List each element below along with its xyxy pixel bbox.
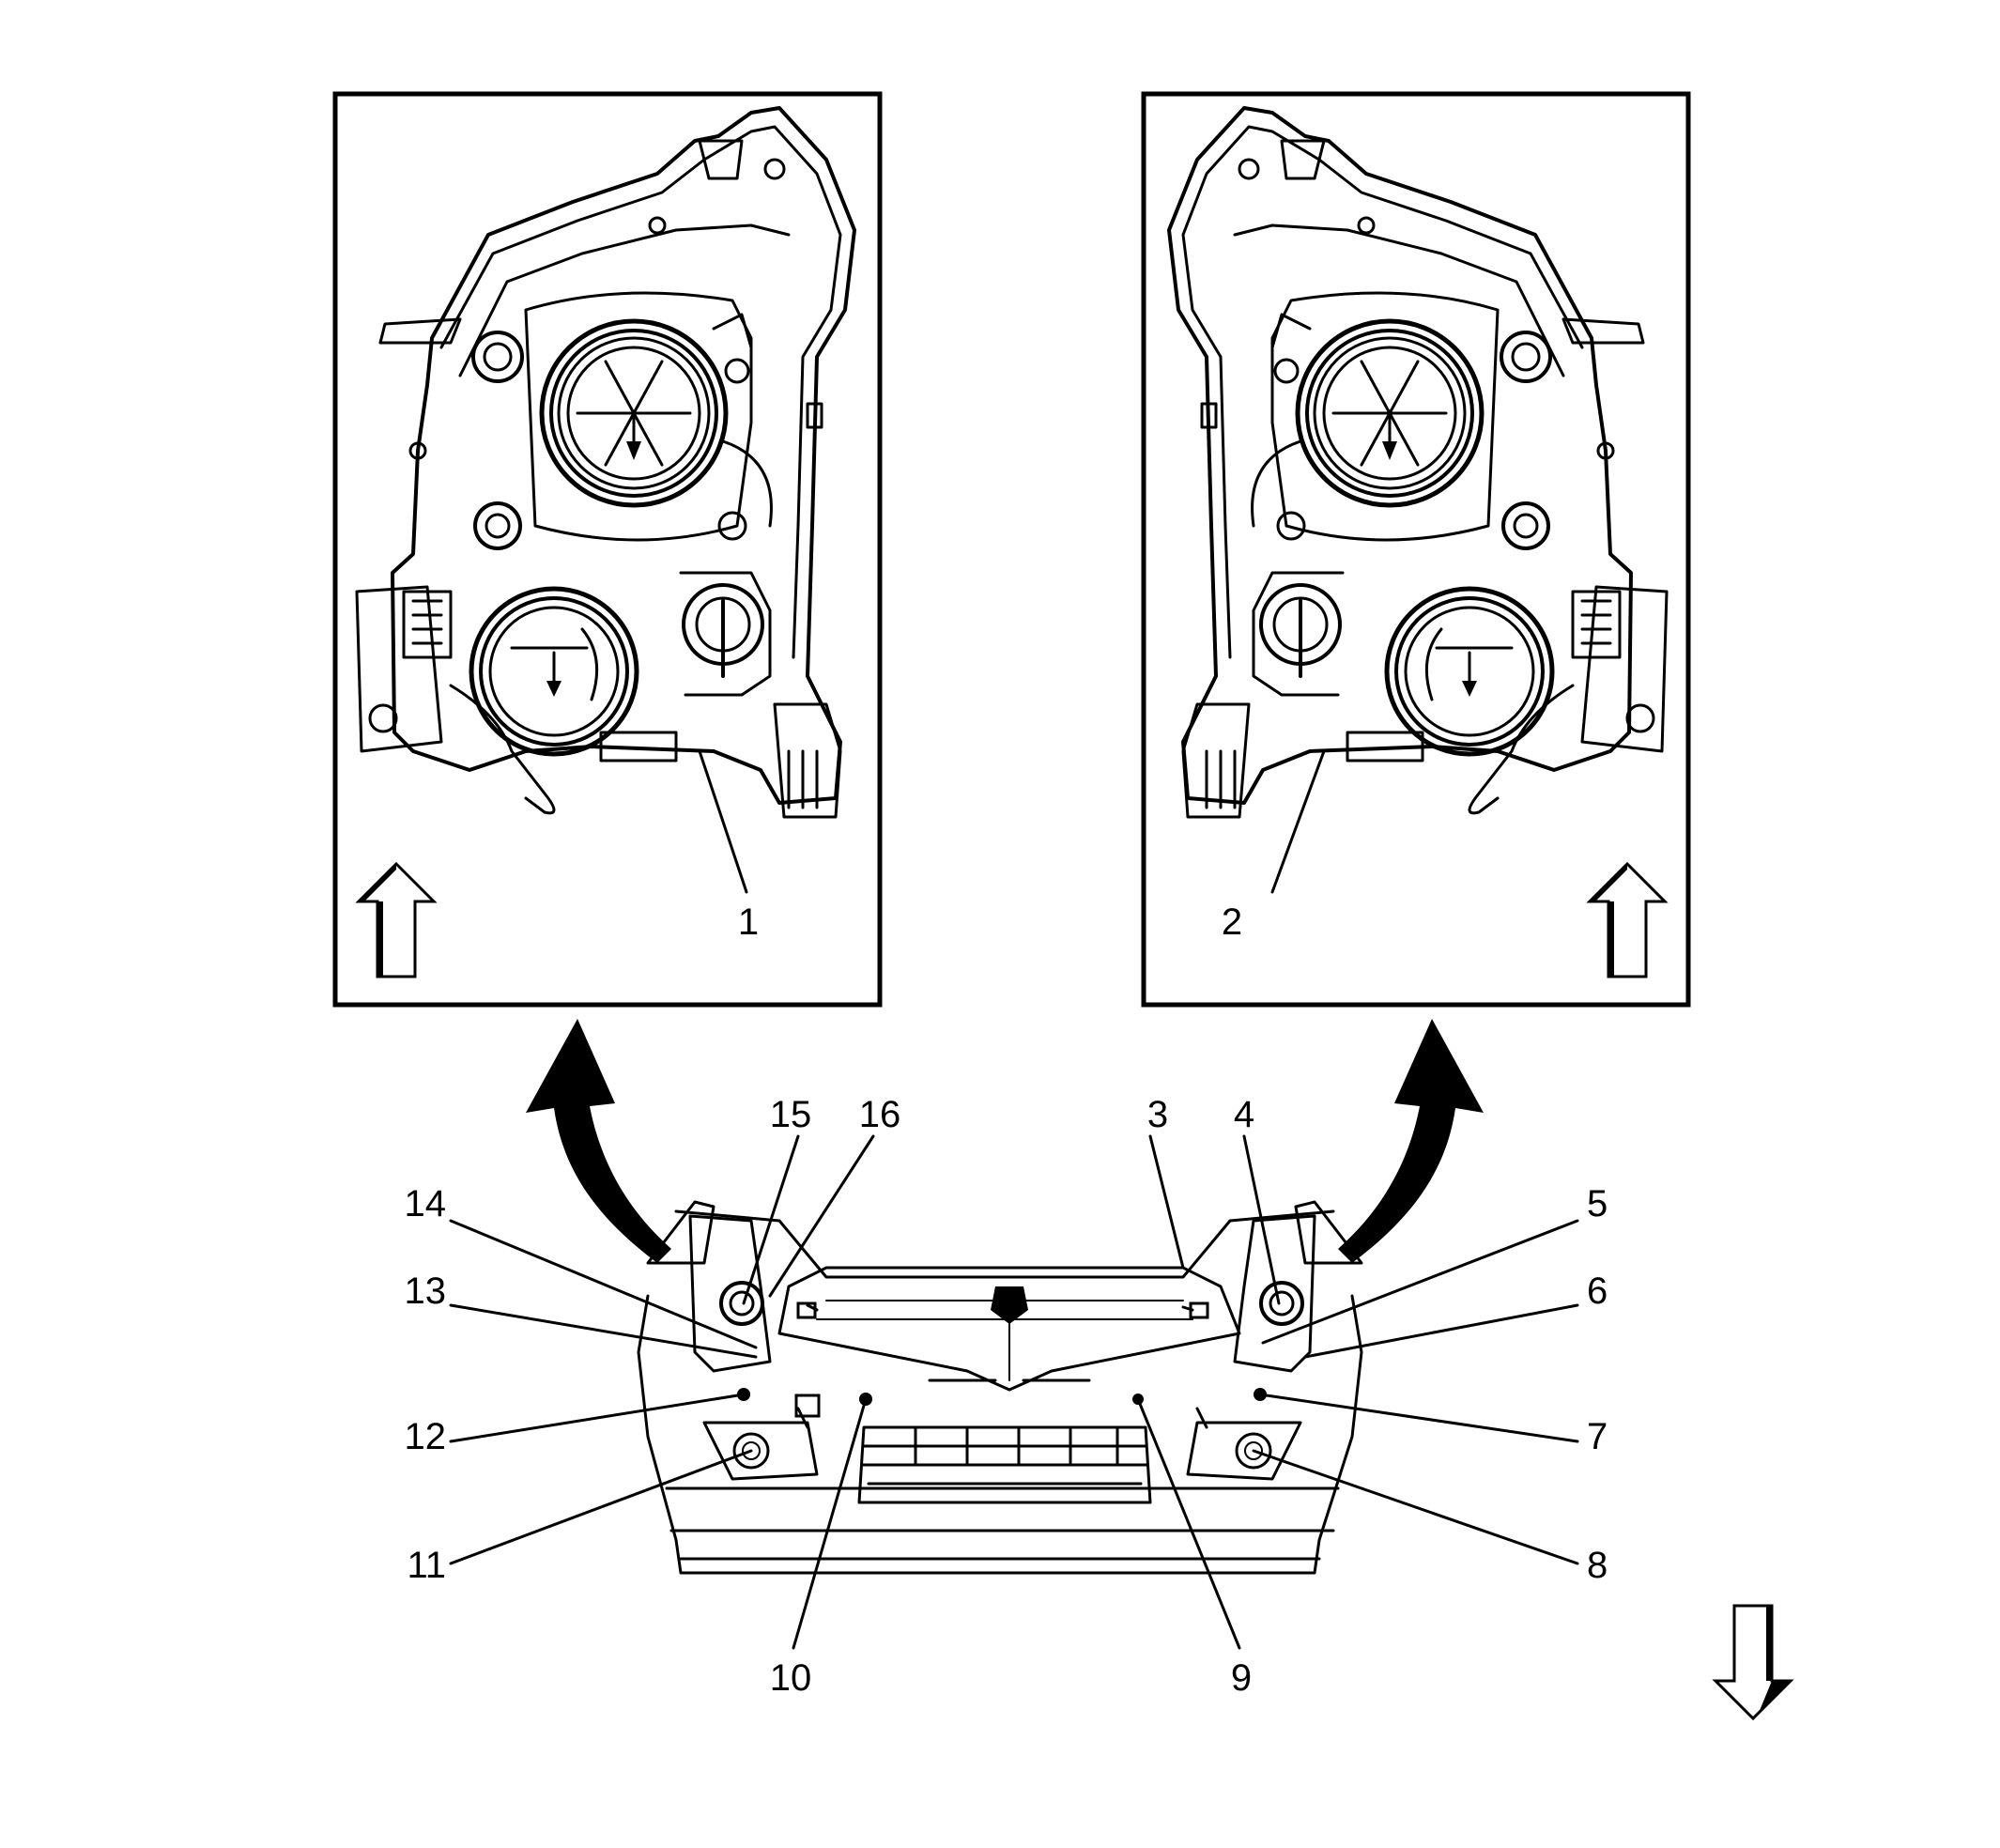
callout-11: 11	[407, 1545, 446, 1586]
callout-1-leader	[698, 749, 748, 894]
callout-1: 1	[738, 901, 759, 943]
callout-14: 14	[405, 1183, 447, 1224]
callout-12: 12	[405, 1416, 447, 1457]
curved-arrow-right-icon	[1338, 1019, 1484, 1263]
callout-10: 10	[770, 1657, 812, 1699]
callout-6: 6	[1587, 1270, 1608, 1312]
callout-15: 15	[770, 1094, 812, 1135]
curved-arrow-left-icon	[526, 1019, 671, 1263]
callout-13: 13	[405, 1270, 447, 1312]
down-arrow-icon	[1714, 1604, 1792, 1720]
left-headlamp-assembly	[357, 108, 854, 817]
callout-2: 2	[1222, 901, 1242, 943]
right-headlamp-inset: 2	[1141, 91, 1691, 1008]
callout-16: 16	[859, 1094, 901, 1135]
callout-5: 5	[1587, 1183, 1608, 1224]
vehicle-front	[637, 1200, 1363, 1575]
callout-8: 8	[1587, 1545, 1608, 1586]
callouts: 3 4 5 6 7 8 9 10 11 12 13 14 15 16	[405, 1094, 1608, 1699]
callout-4: 4	[1234, 1094, 1254, 1135]
up-arrow-icon	[357, 862, 436, 978]
left-headlamp-inset: 1	[332, 91, 883, 1008]
callout-2-leader	[1270, 749, 1326, 894]
callout-7: 7	[1587, 1416, 1608, 1457]
up-arrow-icon	[1588, 862, 1667, 978]
right-headlamp-assembly	[1169, 108, 1667, 817]
callout-9: 9	[1231, 1657, 1252, 1699]
callout-3: 3	[1147, 1094, 1168, 1135]
